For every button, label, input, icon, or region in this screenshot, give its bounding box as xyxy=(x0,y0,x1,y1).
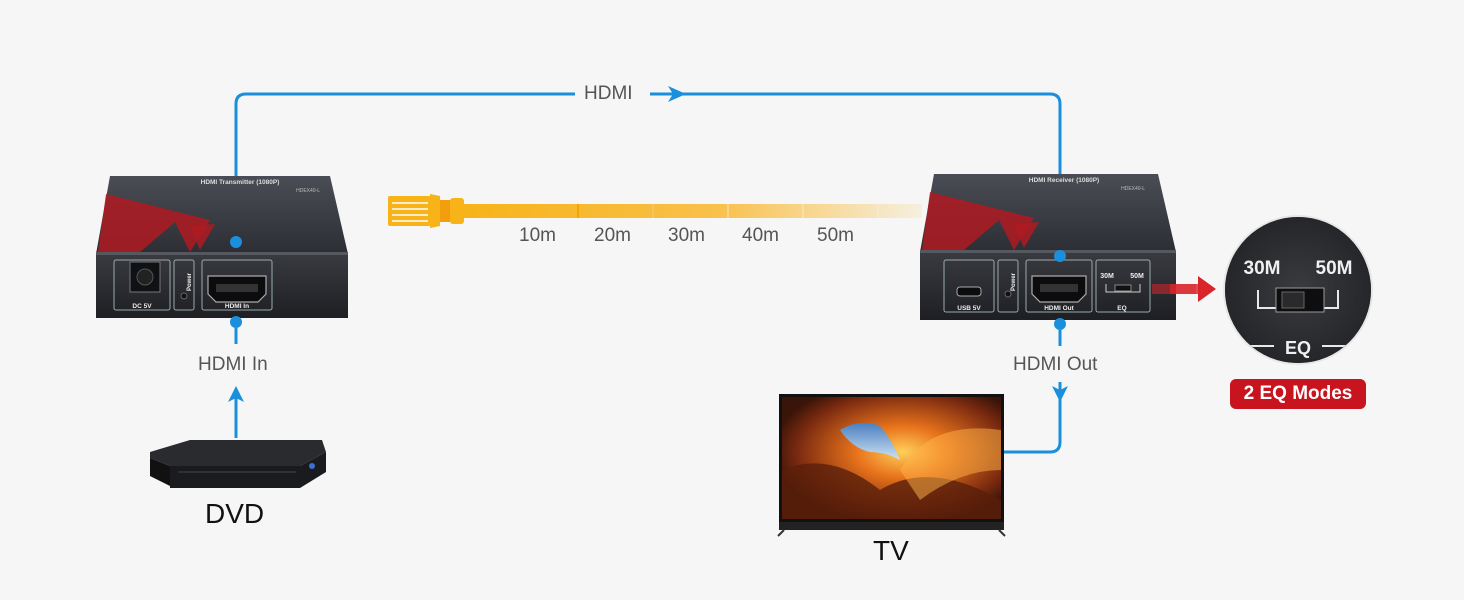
transmitter-model: HDEX40-L xyxy=(296,188,320,194)
zoom-arrow-icon xyxy=(1152,276,1216,302)
tv-image xyxy=(777,394,1006,537)
arrow-right-icon xyxy=(668,86,686,102)
eq-port-label: EQ xyxy=(1117,305,1126,312)
dvd-player-image xyxy=(150,440,326,488)
connector-dot xyxy=(230,236,242,248)
connector-dot xyxy=(1054,318,1066,330)
hdmi-out-label: HDMI Out xyxy=(1013,354,1098,375)
eq-30-label: 30M xyxy=(1100,273,1114,280)
rx-power-label: Power xyxy=(1011,272,1017,291)
hdmi-out-port-label: HDMI Out xyxy=(1044,305,1074,312)
usb-port-label: USB 5V xyxy=(957,305,981,312)
arrow-up-icon xyxy=(228,386,244,402)
tv-label: TV xyxy=(873,535,909,566)
transmitter-box xyxy=(96,176,348,318)
distance-20m: 20m xyxy=(594,225,631,246)
eq-modes-badge: 2 EQ Modes xyxy=(1230,379,1366,409)
hdmi-in-port-label: HDMI In xyxy=(225,303,249,310)
hdmi-cable-left xyxy=(234,92,575,240)
tx-power-label: Power xyxy=(187,272,193,291)
connector-dot xyxy=(230,316,242,328)
ethernet-cable xyxy=(388,194,922,228)
hdmi-cable-right xyxy=(650,92,1062,254)
receiver-box xyxy=(920,174,1176,320)
dc-port-label: DC 5V xyxy=(132,303,152,310)
receiver-title: HDMI Receiver (1080P) xyxy=(1029,177,1099,184)
connector-dot xyxy=(1054,250,1066,262)
hdmi-in-label: HDMI In xyxy=(198,354,268,375)
hdmi-cable-label: HDMI xyxy=(584,83,633,104)
dvd-label: DVD xyxy=(205,498,265,529)
distance-10m: 10m xyxy=(519,225,556,246)
distance-50m: 50m xyxy=(817,225,854,246)
distance-40m: 40m xyxy=(742,225,779,246)
eq-zoom-circle xyxy=(1223,215,1373,365)
zoom-eq-30: 30M xyxy=(1244,258,1281,279)
distance-30m: 30m xyxy=(668,225,705,246)
zoom-eq-label: EQ xyxy=(1285,338,1311,358)
eq-50-label: 50M xyxy=(1130,273,1144,280)
zoom-eq-50: 50M xyxy=(1316,258,1353,279)
arrow-down-icon xyxy=(1052,386,1068,402)
transmitter-title: HDMI Transmitter (1080P) xyxy=(201,179,280,186)
receiver-model: HDEX40-L xyxy=(1121,186,1145,192)
